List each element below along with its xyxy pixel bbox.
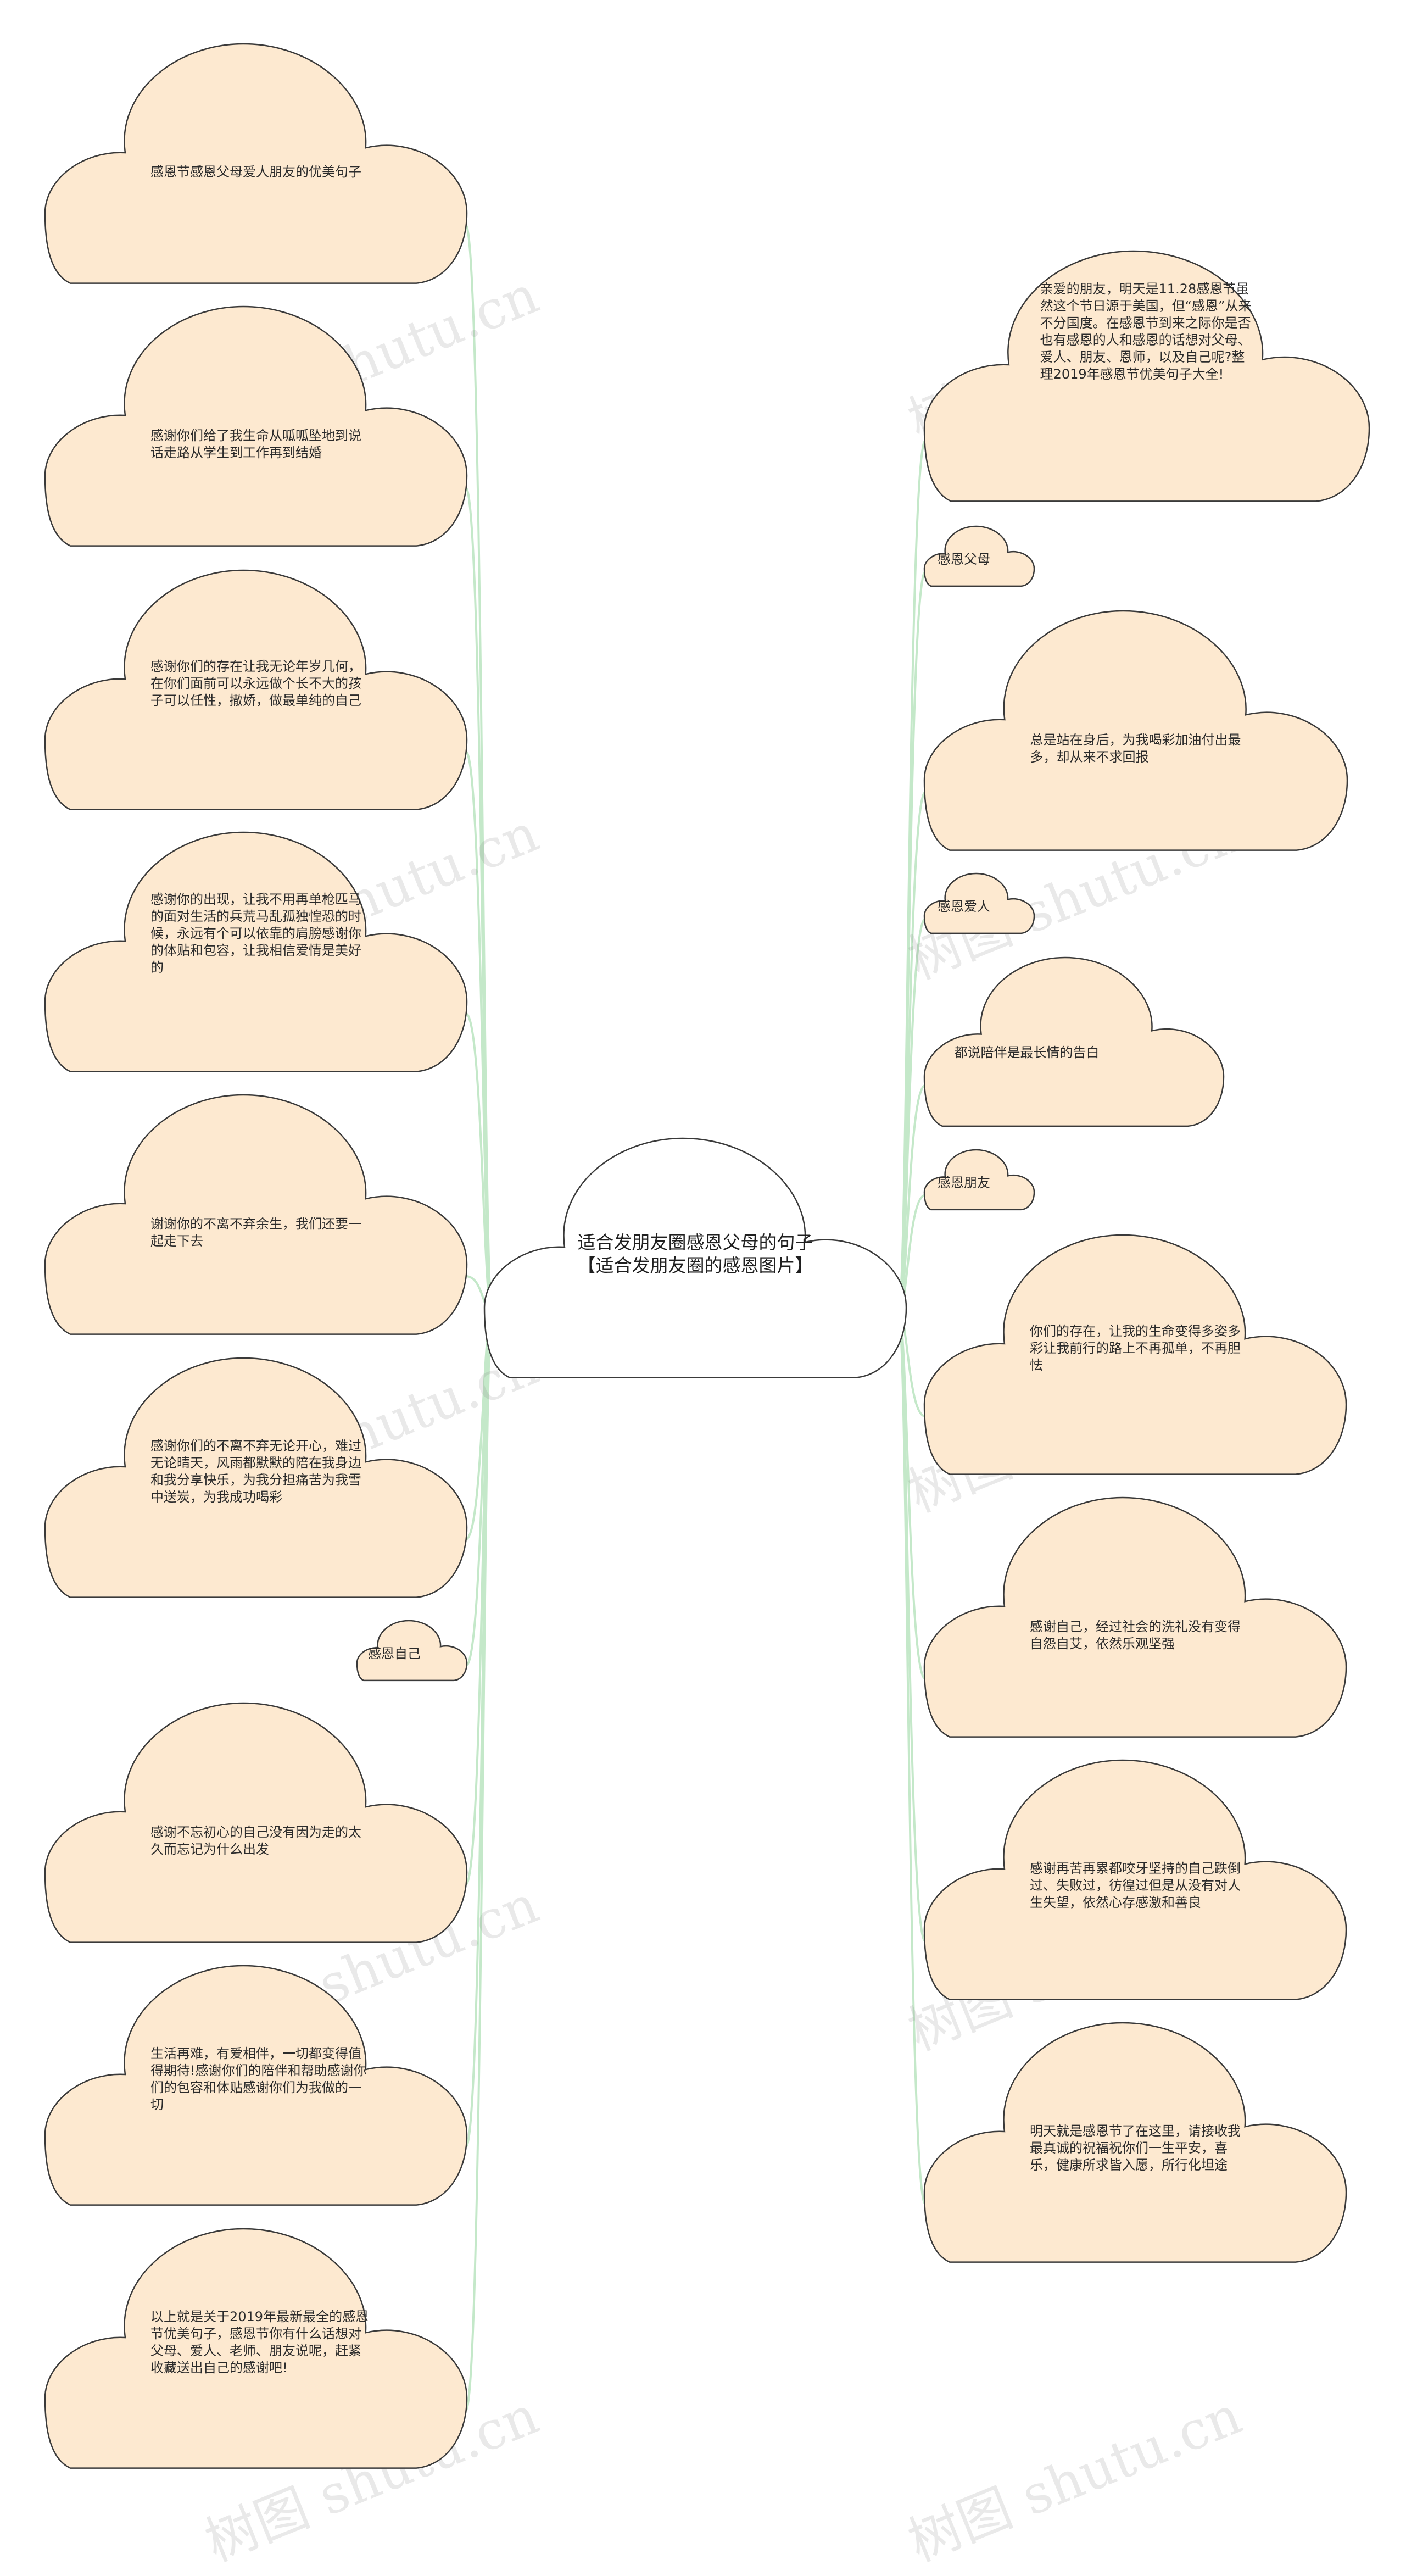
node-text: 感恩爱人: [938, 899, 990, 914]
left-node-8[interactable]: 感谢不忘初心的自己没有因为走的太久而忘记为什么出发: [45, 1703, 467, 1945]
node-text: 谢谢你的不离不弃余生，我们还要一起走下去: [150, 1216, 361, 1249]
node-text: 感恩节感恩父母爱人朋友的优美句子: [150, 164, 361, 180]
node-text: 适合发朋友圈感恩父母的句子【适合发朋友圈的感恩图片】: [577, 1232, 813, 1277]
cloud-shape: [45, 570, 467, 812]
right-node-1[interactable]: 亲爱的朋友，明天是11.28感恩节虽然这个节日源于美国，但“感恩”从来不分国度。…: [924, 251, 1369, 504]
cloud-shape: [45, 1703, 467, 1945]
right-node-5[interactable]: 都说陪伴是最长情的告白: [924, 958, 1224, 1128]
root-node[interactable]: 适合发朋友圈感恩父母的句子【适合发朋友圈的感恩图片】: [484, 1138, 906, 1380]
cloud-shape: [924, 873, 1034, 934]
node-text: 感恩父母: [938, 552, 990, 567]
cloud-shape: [357, 1621, 467, 1681]
cloud-shape: [924, 1150, 1034, 1210]
node-text: 都说陪伴是最长情的告白: [954, 1045, 1100, 1061]
right-node-2[interactable]: 感恩父母: [924, 526, 1034, 587]
cloud-shape: [484, 1138, 906, 1380]
connector-left-3: [465, 750, 493, 1314]
cloud-shape: [924, 958, 1224, 1128]
cloud-shape: [924, 251, 1369, 504]
right-node-9[interactable]: 感谢再苦再累都咬牙坚持的自己跌倒过、失败过，彷徨过但是从没有对人生失望，依然心存…: [924, 1760, 1346, 2002]
cloud-shape: [924, 1235, 1346, 1477]
node-text: 感谢你的出现，让我不用再单枪匹马的面对生活的兵荒马乱孤独惶恐的时候，永远有个可以…: [150, 892, 361, 976]
cloud-shape: [924, 611, 1347, 853]
connector-left-10: [465, 1311, 493, 2411]
left-node-1[interactable]: 感恩节感恩父母爱人朋友的优美句子: [45, 44, 467, 286]
cloud-shape: [45, 1966, 467, 2207]
node-text: 你们的存在，让我的生命变得多姿多彩让我前行的路上不再孤单，不再胆怯: [1030, 1323, 1241, 1373]
left-node-10[interactable]: 以上就是关于2019年最新最全的感恩节优美句子，感恩节你有什么话想对父母、爱人、…: [45, 2229, 467, 2471]
cloud-shape: [924, 526, 1034, 587]
right-node-4[interactable]: 感恩爱人: [924, 873, 1034, 934]
left-node-4[interactable]: 感谢你的出现，让我不用再单枪匹马的面对生活的兵荒马乱孤独惶恐的时候，永远有个可以…: [45, 832, 467, 1074]
left-node-9[interactable]: 生活再难，有爱相伴，一切都变得值得期待!感谢你们的陪伴和帮助感谢你们的包容和体贴…: [45, 1966, 467, 2207]
node-text: 明天就是感恩节了在这里，请接收我最真诚的祝福祝你们一生平安，喜乐，健康所求皆入愿…: [1030, 2123, 1241, 2173]
right-node-6[interactable]: 感恩朋友: [924, 1150, 1034, 1210]
cloud-shape: [924, 2023, 1346, 2265]
cloud-shape: [45, 307, 467, 548]
node-text: 亲爱的朋友，明天是11.28感恩节虽然这个节日源于美国，但“感恩”从来不分国度。…: [1040, 281, 1252, 382]
node-text: 以上就是关于2019年最新最全的感恩节优美句子，感恩节你有什么话想对父母、爱人、…: [150, 2308, 369, 2375]
right-node-8[interactable]: 感谢自己，经过社会的洗礼没有变得自怨自艾，依然乐观坚强: [924, 1498, 1346, 1739]
right-node-7[interactable]: 你们的存在，让我的生命变得多姿多彩让我前行的路上不再孤单，不再胆怯: [924, 1235, 1346, 1477]
left-node-2[interactable]: 感谢你们给了我生命从呱呱坠地到说话走路从学生到工作再到结婚: [45, 307, 467, 548]
cloud-shape: [45, 2229, 467, 2471]
node-text: 感恩自己: [368, 1646, 421, 1661]
node-text: 感谢不忘初心的自己没有因为走的太久而忘记为什么出发: [150, 1824, 361, 1857]
node-text: 生活再难，有爱相伴，一切都变得值得期待!感谢你们的陪伴和帮助感谢你们的包容和体贴…: [150, 2045, 367, 2112]
node-text: 感谢你们给了我生命从呱呱坠地到说话走路从学生到工作再到结婚: [150, 427, 361, 460]
right-node-3[interactable]: 总是站在身后，为我喝彩加油付出最多，却从来不求回报: [924, 611, 1347, 853]
node-text: 感恩朋友: [938, 1175, 990, 1190]
node-text: 总是站在身后，为我喝彩加油付出最多，却从来不求回报: [1030, 732, 1241, 765]
node-text: 感谢再苦再累都咬牙坚持的自己跌倒过、失败过，彷徨过但是从没有对人生失望，依然心存…: [1030, 1861, 1241, 1911]
node-text: 感谢你们的不离不弃无论开心，难过无论晴天，风雨都默默的陪在我身边和我分享快乐，为…: [150, 1438, 361, 1505]
cloud-shape: [45, 1358, 467, 1600]
cloud-shape: [924, 1498, 1346, 1739]
left-node-5[interactable]: 谢谢你的不离不弃余生，我们还要一起走下去: [45, 1095, 467, 1337]
left-node-6[interactable]: 感谢你们的不离不弃无论开心，难过无论晴天，风雨都默默的陪在我身边和我分享快乐，为…: [45, 1358, 467, 1600]
left-node-7[interactable]: 感恩自己: [357, 1621, 467, 1681]
node-text: 感谢你们的存在让我无论年岁几何，在你们面前可以永远做个长不大的孩子可以任性，撒娇…: [150, 659, 361, 709]
cloud-shape: [45, 44, 467, 286]
left-node-3[interactable]: 感谢你们的存在让我无论年岁几何，在你们面前可以永远做个长不大的孩子可以任性，撒娇…: [45, 570, 467, 812]
cloud-shape: [924, 1760, 1346, 2002]
cloud-shape: [45, 1095, 467, 1337]
connector-right-10: [897, 1311, 927, 2205]
right-node-10[interactable]: 明天就是感恩节了在这里，请接收我最真诚的祝福祝你们一生平安，喜乐，健康所求皆入愿…: [924, 2023, 1346, 2265]
cloud-shape: [45, 832, 467, 1074]
node-text: 感谢自己，经过社会的洗礼没有变得自怨自艾，依然乐观坚强: [1030, 1618, 1241, 1651]
